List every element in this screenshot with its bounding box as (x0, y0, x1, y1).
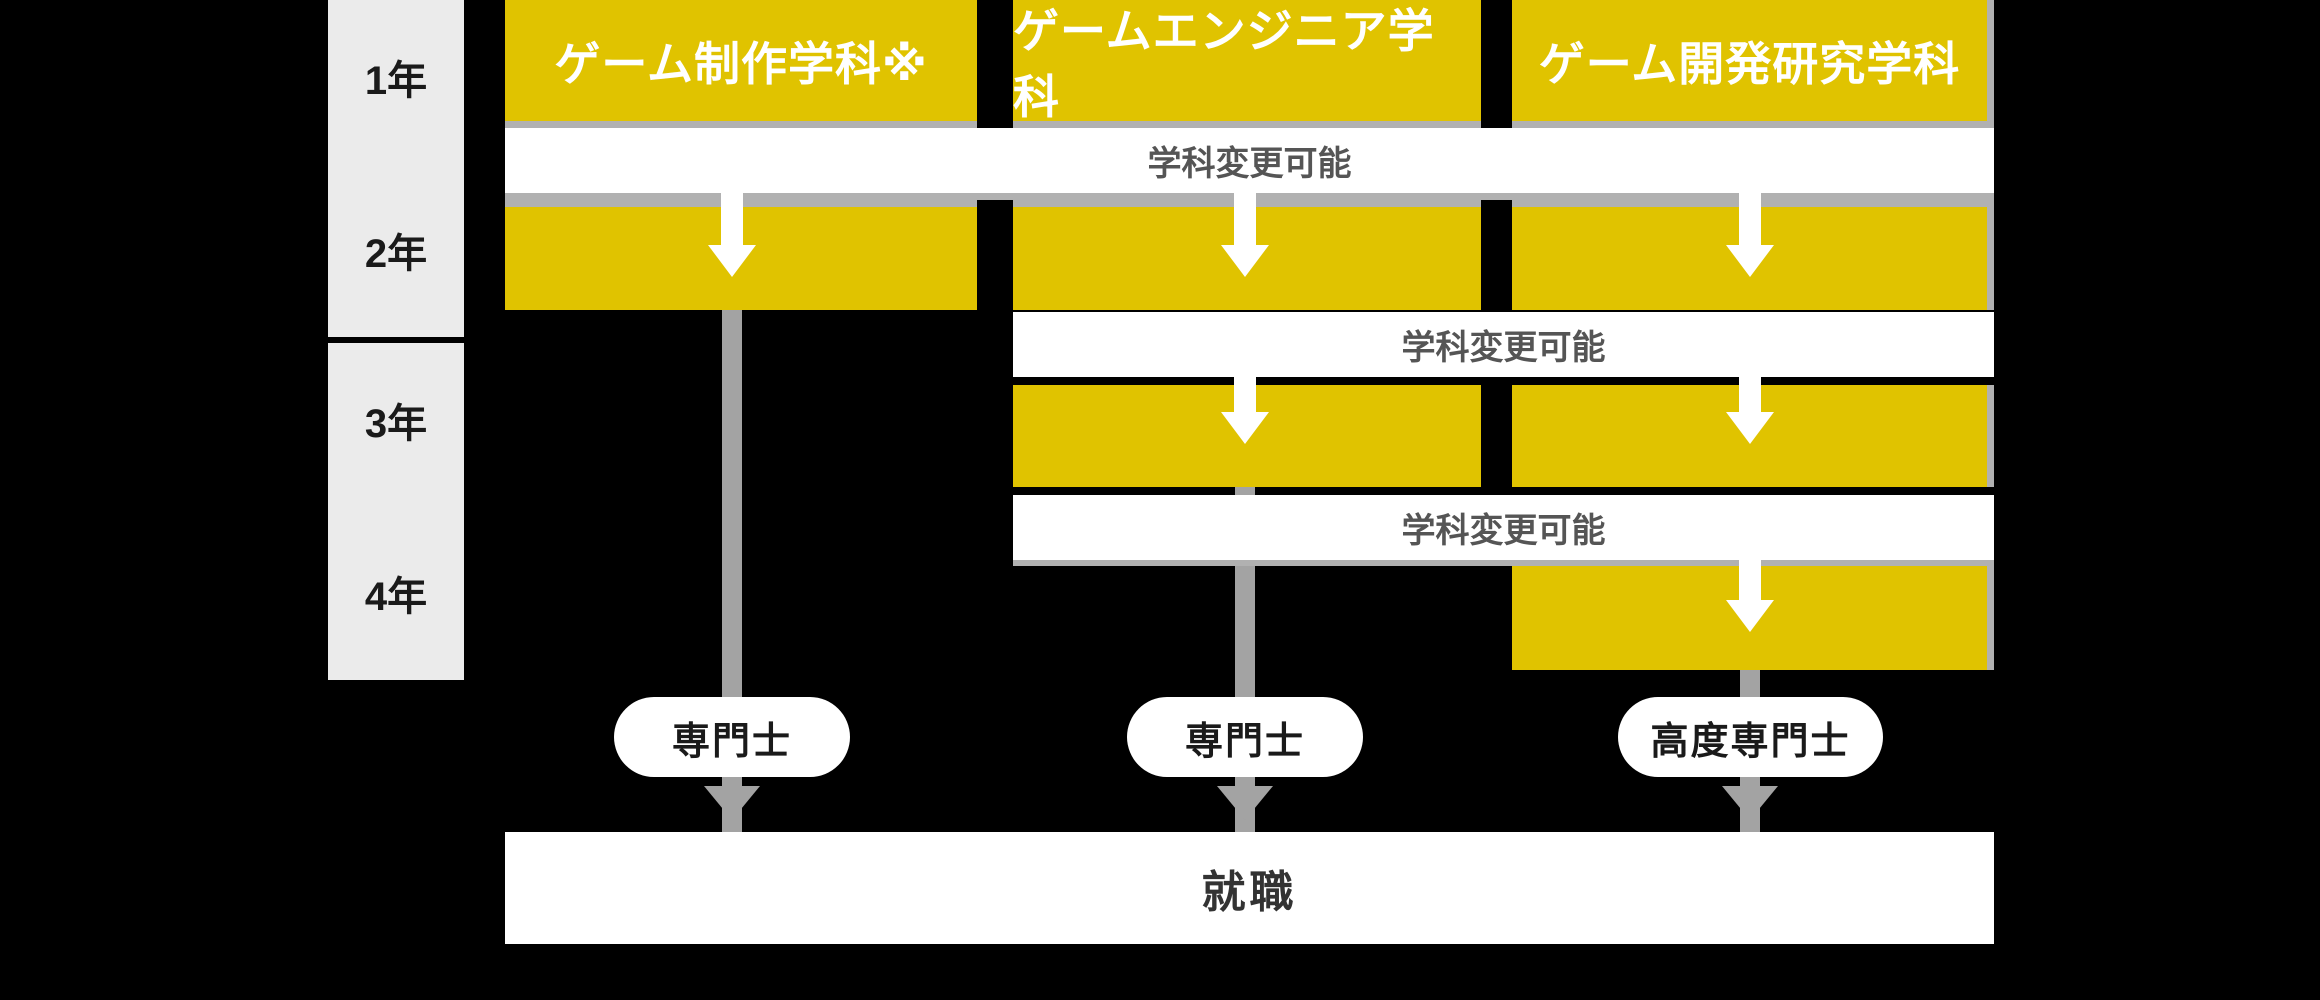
gray-down-arrow-icon-col2 (1217, 786, 1273, 820)
year-label-2: 2年 (364, 232, 428, 276)
gray-down-arrow-icon-col1 (704, 786, 760, 820)
credential-label: 専門士 (1184, 720, 1305, 763)
credential-badge-diploma-col2: 専門士 (1127, 697, 1363, 777)
year-axis-years-3-4: 3年 4年 (328, 343, 464, 680)
department-title-game-dev-research: ゲーム開発研究学科 (1538, 37, 1961, 90)
credential-badge-diploma-col1: 専門士 (614, 697, 850, 777)
transfer-band-2-label: 学科変更可能 (1401, 329, 1606, 367)
department-box-game-engineer-y1: ゲームエンジニア学科 (1013, 0, 1481, 128)
credential-label: 高度専門士 (1650, 720, 1851, 763)
department-box-game-production-y1: ゲーム制作学科※ (505, 0, 977, 128)
year-axis-years-1-2: 1年 2年 (328, 0, 464, 337)
year-label-4: 4年 (364, 575, 428, 619)
department-title-game-engineer: ゲームエンジニア学科 (1013, 4, 1435, 123)
credential-label: 専門士 (671, 720, 792, 763)
department-box-game-dev-research-y1: ゲーム開発研究学科 (1512, 0, 1994, 128)
department-title-game-production: ゲーム制作学科※ (554, 37, 928, 90)
transfer-band-3: 学科変更可能 (1013, 495, 1994, 566)
employment-bar: 就職 (505, 832, 1994, 944)
gray-down-arrow-icon-col3 (1722, 786, 1778, 820)
transfer-band-3-label: 学科変更可能 (1401, 512, 1606, 550)
year-label-3: 3年 (364, 402, 428, 446)
year-label-1: 1年 (364, 59, 428, 103)
transfer-band-1-label: 学科変更可能 (1147, 145, 1352, 183)
credential-badge-advanced-diploma-col3: 高度専門士 (1618, 697, 1883, 777)
transfer-band-2: 学科変更可能 (1013, 312, 1994, 377)
employment-label: 就職 (1201, 868, 1298, 917)
